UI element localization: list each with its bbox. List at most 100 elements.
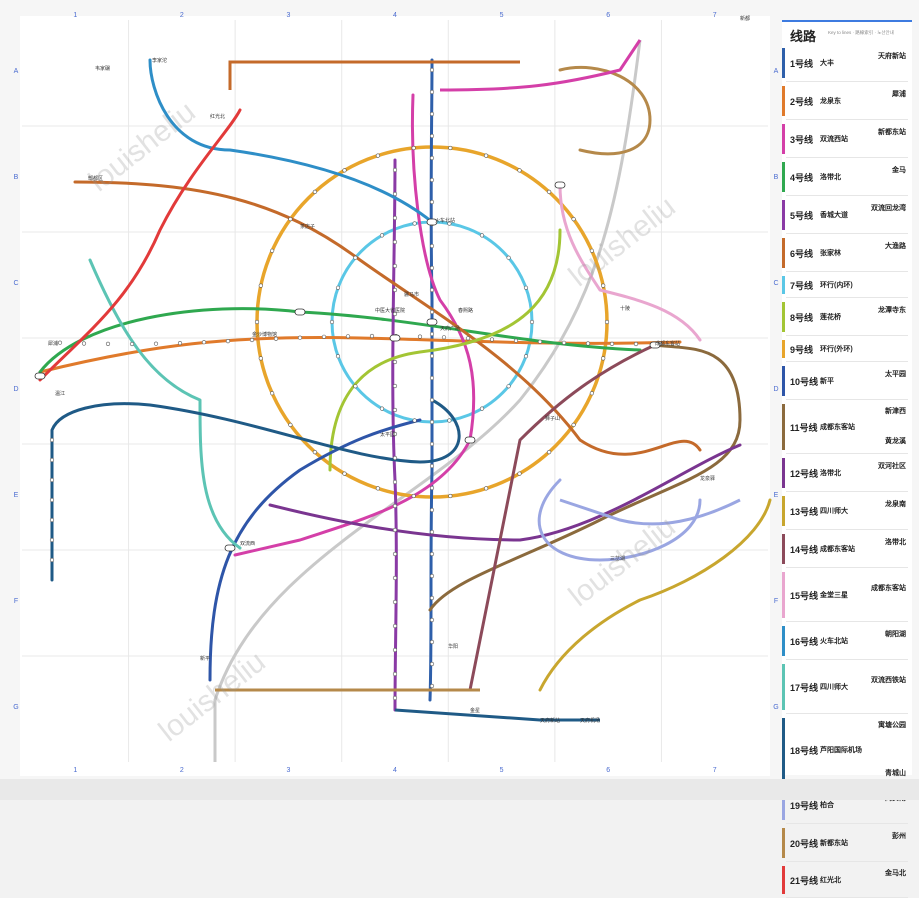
legend-line-row[interactable]: 5号线香城大道双流回龙湾 [782, 196, 912, 234]
station-dot [369, 333, 375, 339]
metro-line-3 [233, 93, 476, 557]
station-dot [441, 335, 447, 340]
line-name: 8号线 [790, 313, 814, 323]
metro-line-8 [208, 418, 422, 682]
station-label: 天府机场 [580, 717, 600, 724]
station-dot [429, 287, 435, 293]
legend-line-row[interactable]: 8号线莲花桥龙潭寺东 [782, 298, 912, 336]
station-dot [270, 391, 275, 396]
station-dot [392, 695, 398, 701]
station-dot [411, 493, 416, 499]
line-terminal-from: 双流西站 [820, 136, 848, 143]
legend-line-row[interactable]: 11号线成都东客站新津西黄龙溪 [782, 400, 912, 454]
line-name: 7号线 [790, 281, 814, 291]
station-label: 成都东客站 [655, 340, 680, 347]
legend-line-row[interactable]: 13号线四川师大龙泉南 [782, 492, 912, 530]
station-dot [57, 340, 63, 345]
legend-line-row[interactable]: 15号线金堂三星成都东客站 [782, 568, 912, 622]
line-terminal-from: 四川师大 [820, 684, 848, 691]
line-color-bar [782, 200, 785, 230]
legend-line-row[interactable]: 3号线双流西站 新都东站 [782, 120, 912, 158]
station-dot [153, 341, 159, 346]
line-terminal-from: 张家林 [820, 250, 841, 257]
legend-line-row[interactable]: 4号线洛带北金马 [782, 158, 912, 196]
station-dot [288, 422, 293, 428]
line-color-bar [782, 534, 785, 564]
line-color-bar [782, 828, 785, 858]
station-dot [392, 623, 398, 629]
grid-col-label: 5 [500, 767, 504, 774]
legend-line-row[interactable]: 18号线芦阳国际机场寓塘公园青城山 [782, 714, 912, 786]
station-label: 韦家碾 [95, 65, 110, 72]
metro-line-7 [328, 228, 562, 472]
line-terminal-from: 四川师大 [820, 508, 848, 515]
line-name: 4号线 [790, 173, 814, 183]
legend-separator [786, 361, 908, 362]
line-color-bar [782, 664, 785, 710]
legend-line-row[interactable]: 6号线张家林大渔路 [782, 234, 912, 272]
station-dot [571, 217, 576, 222]
grid-col-label: 7 [713, 12, 717, 19]
legend-line-row[interactable]: 9号线环行(外环) [782, 336, 912, 362]
station-dot [321, 334, 327, 339]
interchange-station [34, 372, 46, 380]
line-color-bar [782, 238, 785, 268]
line-name: 17号线 [790, 683, 819, 693]
metro-line-5 [391, 158, 398, 712]
line-name: 3号线 [790, 135, 814, 145]
grid-row-label: C [773, 280, 778, 287]
station-dot [429, 199, 435, 205]
legend-separator [786, 621, 908, 622]
line-terminal-to: 洛带北 [885, 539, 906, 546]
station-dot [392, 359, 398, 365]
line-name: 13号线 [790, 507, 819, 517]
station-dot [49, 477, 55, 483]
station-dot [479, 233, 485, 238]
legend-line-row[interactable]: 10号线新平太平园 [782, 362, 912, 400]
line-color-bar [782, 366, 785, 396]
legend-line-row[interactable]: 16号线火车北站朝阳湖 [782, 622, 912, 660]
station-label: 太平园 [380, 431, 395, 438]
legend-line-row[interactable]: 14号线成都东客站洛带北 [782, 530, 912, 568]
station-dot [429, 89, 435, 95]
line-name: 6号线 [790, 249, 814, 259]
legend-line-row[interactable]: 20号线新都东站彭州 [782, 824, 912, 862]
station-label: 中医大省医院 [375, 307, 405, 314]
station-label: 新都 [740, 15, 750, 22]
legend-separator [786, 119, 908, 120]
line-19-branch [559, 498, 741, 526]
legend-separator [786, 271, 908, 272]
station-dot [506, 384, 511, 389]
grid-col-label: 2 [180, 767, 184, 774]
legend-line-row[interactable]: 21号线红光北金马北 [782, 862, 912, 898]
station-label: 双流西 [240, 540, 255, 547]
legend-line-row[interactable]: 1号线大丰天府新站 [782, 44, 912, 82]
line-terminal-to: 犀浦 [892, 91, 906, 98]
legend-line-row[interactable]: 2号线龙泉东犀浦 [782, 82, 912, 120]
station-dot [429, 397, 435, 403]
station-dot [604, 319, 610, 325]
station-dot [484, 486, 489, 491]
line-terminal-from: 洛带北 [820, 470, 841, 477]
station-dot [448, 493, 453, 499]
station-dot [392, 671, 398, 677]
line-3-branch [439, 39, 642, 92]
station-dot [49, 537, 55, 543]
legend-line-row[interactable]: 7号线环行(内环) [782, 272, 912, 298]
line-terminal-to: 新都东站 [878, 129, 906, 136]
station-dot [392, 551, 398, 557]
station-dot [335, 285, 341, 290]
line-name: 9号线 [790, 345, 814, 355]
station-dot [412, 418, 417, 423]
legend-separator [786, 195, 908, 196]
line-name: 16号线 [790, 637, 819, 647]
grid-col-label: 2 [180, 12, 184, 19]
legend-separator [786, 529, 908, 530]
metro-line-6 [73, 180, 702, 456]
legend-line-row[interactable]: 12号线洛带北双河社区 [782, 454, 912, 492]
grid-row-label: G [13, 704, 18, 711]
legend-line-row[interactable]: 17号线四川师大双流西铁站 [782, 660, 912, 714]
legend-title: 线路 [790, 29, 817, 44]
station-dot [506, 255, 511, 260]
